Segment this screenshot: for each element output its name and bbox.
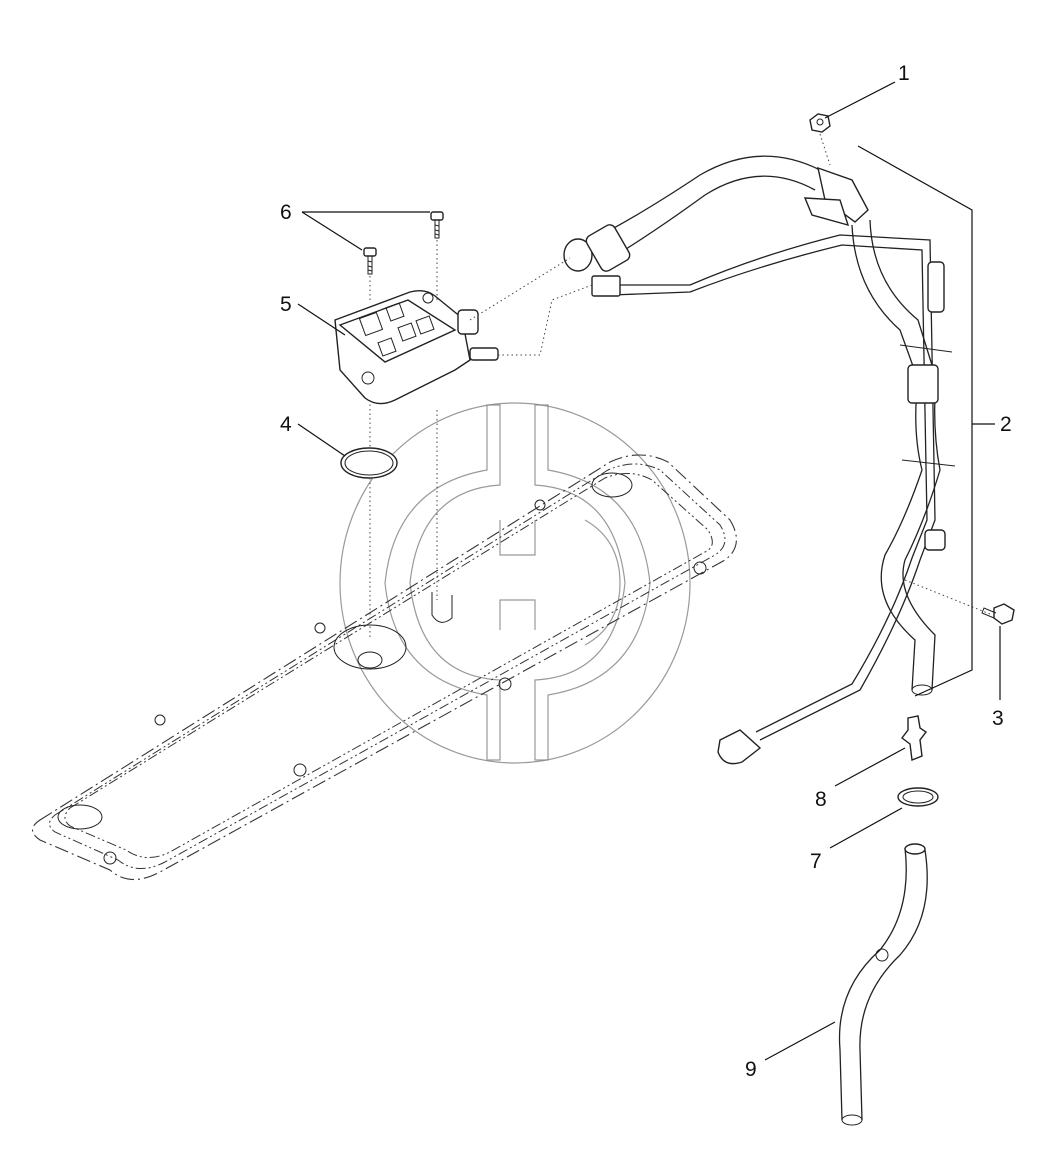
callout-6: 6 <box>280 201 430 251</box>
hose-clamp <box>897 787 939 807</box>
bolt <box>981 603 1015 625</box>
callout-5-label: 5 <box>280 293 292 316</box>
nut <box>809 113 831 133</box>
hose-assembly <box>563 155 956 765</box>
screw-6b <box>430 211 444 239</box>
callout-2: 2 <box>972 413 1012 436</box>
callout-7-label: 7 <box>810 850 822 873</box>
callout-9-label: 9 <box>745 1058 757 1081</box>
watermark-logo <box>339 402 691 764</box>
callout-8-label: 8 <box>815 788 827 811</box>
callout-3: 3 <box>992 626 1004 730</box>
callout-8: 8 <box>815 747 906 811</box>
callout-1-label: 1 <box>898 62 910 85</box>
hose-section <box>838 843 928 1126</box>
bracket-2 <box>857 145 973 697</box>
assembly-lines <box>369 133 991 640</box>
callout-5: 5 <box>280 293 346 336</box>
callout-3-label: 3 <box>992 707 1004 730</box>
o-ring <box>340 447 398 479</box>
screw-6a <box>363 247 377 275</box>
callout-9: 9 <box>745 1021 836 1081</box>
callout-4: 4 <box>280 413 346 457</box>
barb-fitting <box>901 715 928 761</box>
valve-cover-outline <box>31 454 737 881</box>
callout-7: 7 <box>810 807 903 873</box>
callout-2-label: 2 <box>1000 413 1012 436</box>
callout-6-label: 6 <box>280 201 292 224</box>
callout-4-label: 4 <box>280 413 292 436</box>
breather-housing <box>334 289 499 405</box>
callout-1: 1 <box>824 62 910 119</box>
